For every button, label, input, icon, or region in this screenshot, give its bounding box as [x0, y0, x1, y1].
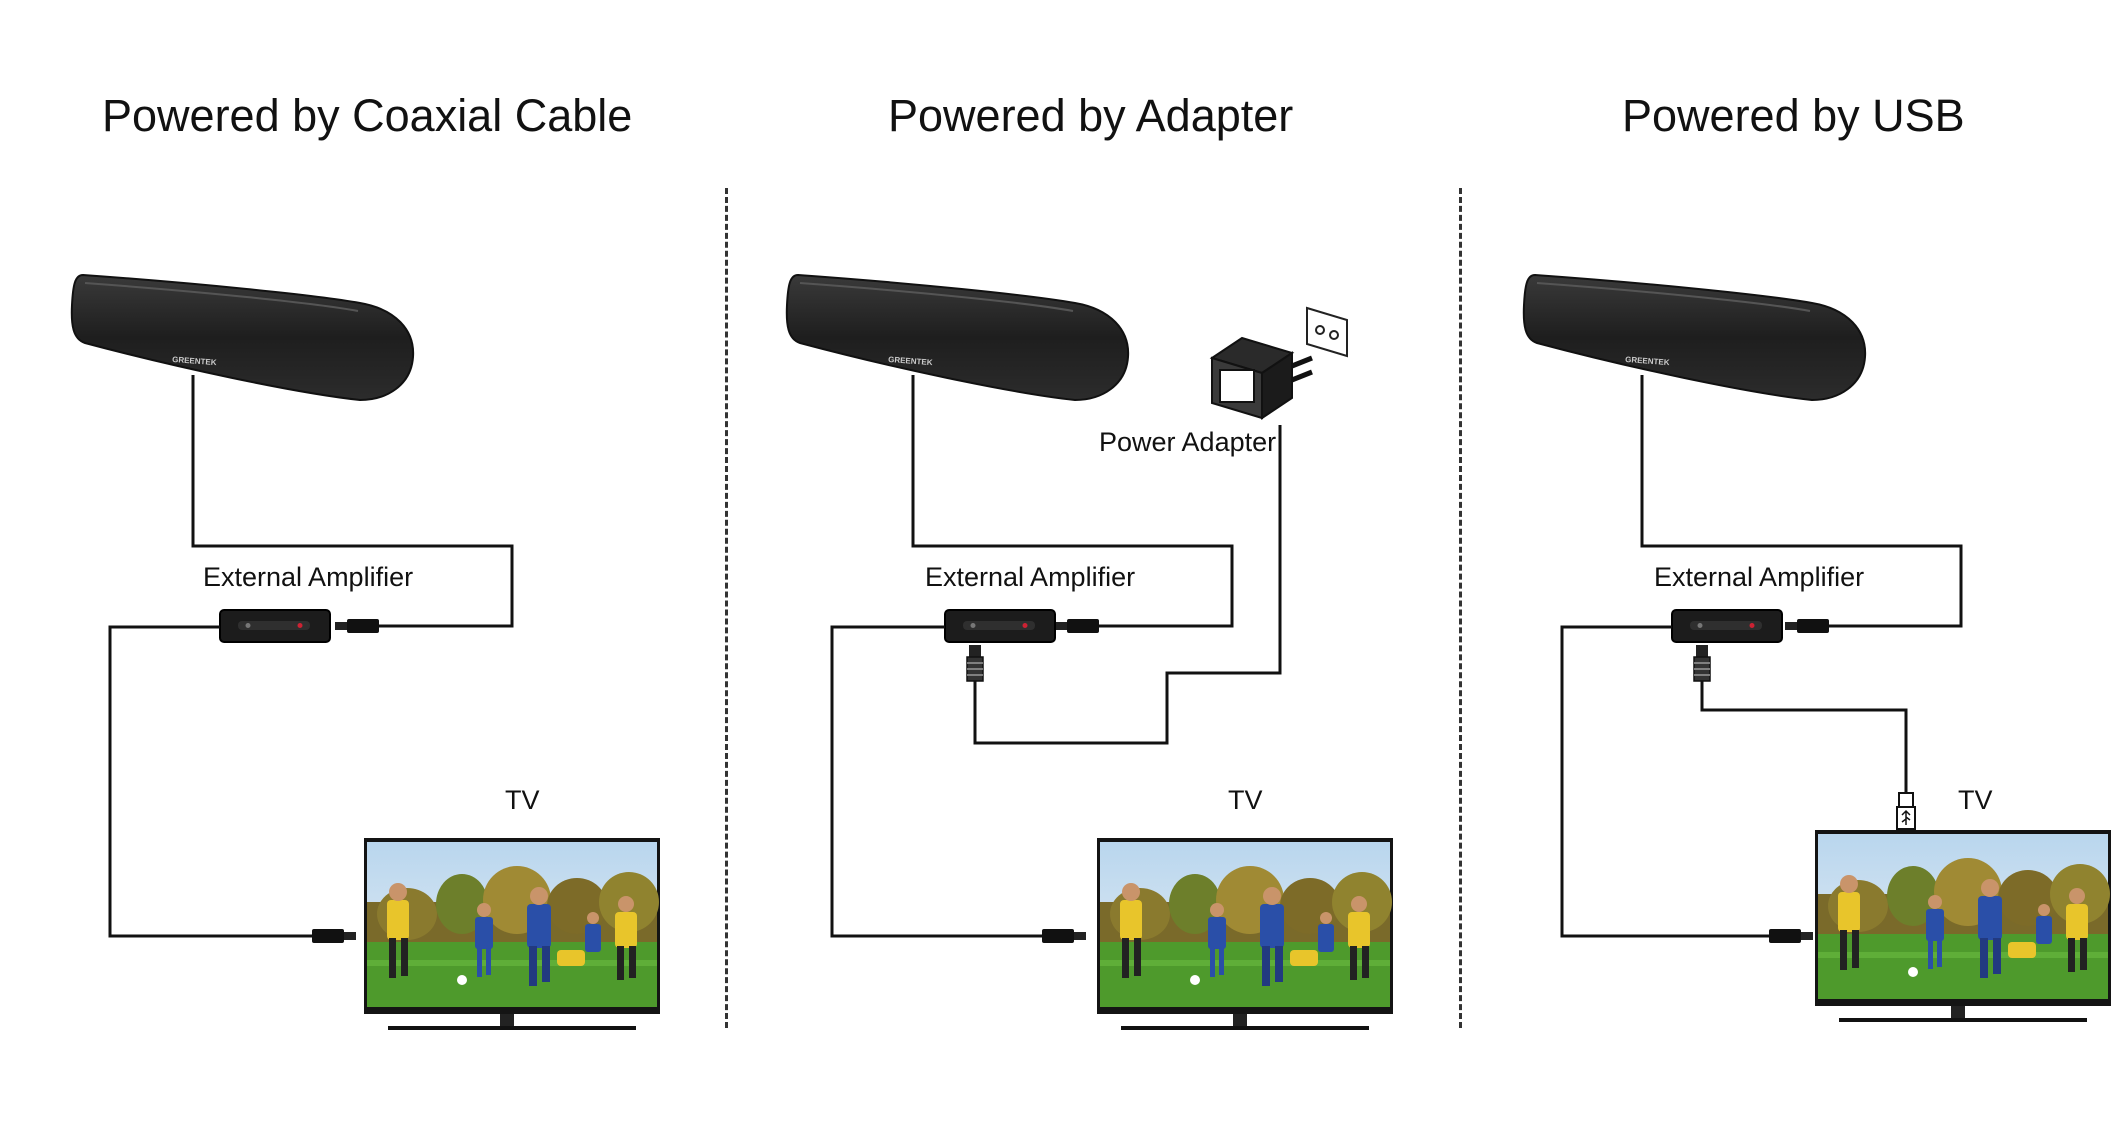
amplifier-label-2: External Amplifier — [925, 562, 1136, 592]
amplifier-label-3: External Amplifier — [1654, 562, 1865, 592]
antenna-brand-1: GREENTEK — [172, 355, 217, 367]
tv-label-3: TV — [1958, 785, 1993, 815]
antenna-brand-3: GREENTEK — [1625, 355, 1670, 367]
coax-plug-tv-3 — [1769, 929, 1813, 943]
cable-antenna-to-amp-3 — [1640, 375, 1963, 628]
coax-plug-amp-in-3 — [1785, 619, 1829, 633]
amplifier-3 — [1671, 609, 1783, 643]
tv-3 — [1815, 830, 2111, 1022]
antenna-brand-2: GREENTEK — [888, 355, 933, 367]
cable-adapter-to-amp — [973, 425, 1282, 745]
panel-coaxial: GREENTEK — [70, 274, 660, 1030]
dc-plug-2 — [966, 644, 984, 682]
dc-plug-3 — [1693, 644, 1711, 682]
antenna-3 — [1522, 274, 1867, 401]
coax-plug-amp-in-2 — [1055, 619, 1099, 633]
tv-1 — [364, 838, 660, 1030]
coax-plug-tv-1 — [312, 929, 356, 943]
coax-plug-amp-in-1 — [335, 619, 379, 633]
panel-title-coaxial: Powered by Coaxial Cable — [102, 90, 633, 141]
coax-plug-tv-2 — [1042, 929, 1086, 943]
panel-usb: GREENTEK — [1522, 274, 2111, 1022]
panel-title-usb: Powered by USB — [1622, 90, 1965, 141]
tv-label-1: TV — [505, 785, 540, 815]
antenna-1 — [70, 274, 415, 401]
usb-plug-icon — [1896, 792, 1916, 830]
tv-2 — [1097, 838, 1393, 1030]
tv-label-2: TV — [1228, 785, 1263, 815]
antenna-2 — [785, 274, 1130, 401]
cable-amp-to-tv-1 — [108, 625, 315, 938]
divider-right — [1459, 188, 1462, 1028]
panel-adapter: GREENTEK — [785, 274, 1393, 1030]
amplifier-2 — [944, 609, 1056, 643]
power-adapter-icon — [1212, 308, 1347, 418]
cable-amp-to-tv-2 — [830, 625, 1045, 938]
amplifier-1 — [219, 609, 331, 643]
cable-antenna-to-amp-2 — [911, 375, 1234, 628]
power-adapter-label: Power Adapter — [1099, 427, 1277, 457]
cable-antenna-to-amp-1 — [191, 375, 514, 628]
amplifier-label-1: External Amplifier — [203, 562, 414, 592]
divider-left — [725, 188, 728, 1028]
panel-title-adapter: Powered by Adapter — [888, 90, 1294, 141]
cable-usb-to-amp — [1700, 681, 1908, 793]
cable-amp-to-tv-3 — [1560, 625, 1772, 938]
